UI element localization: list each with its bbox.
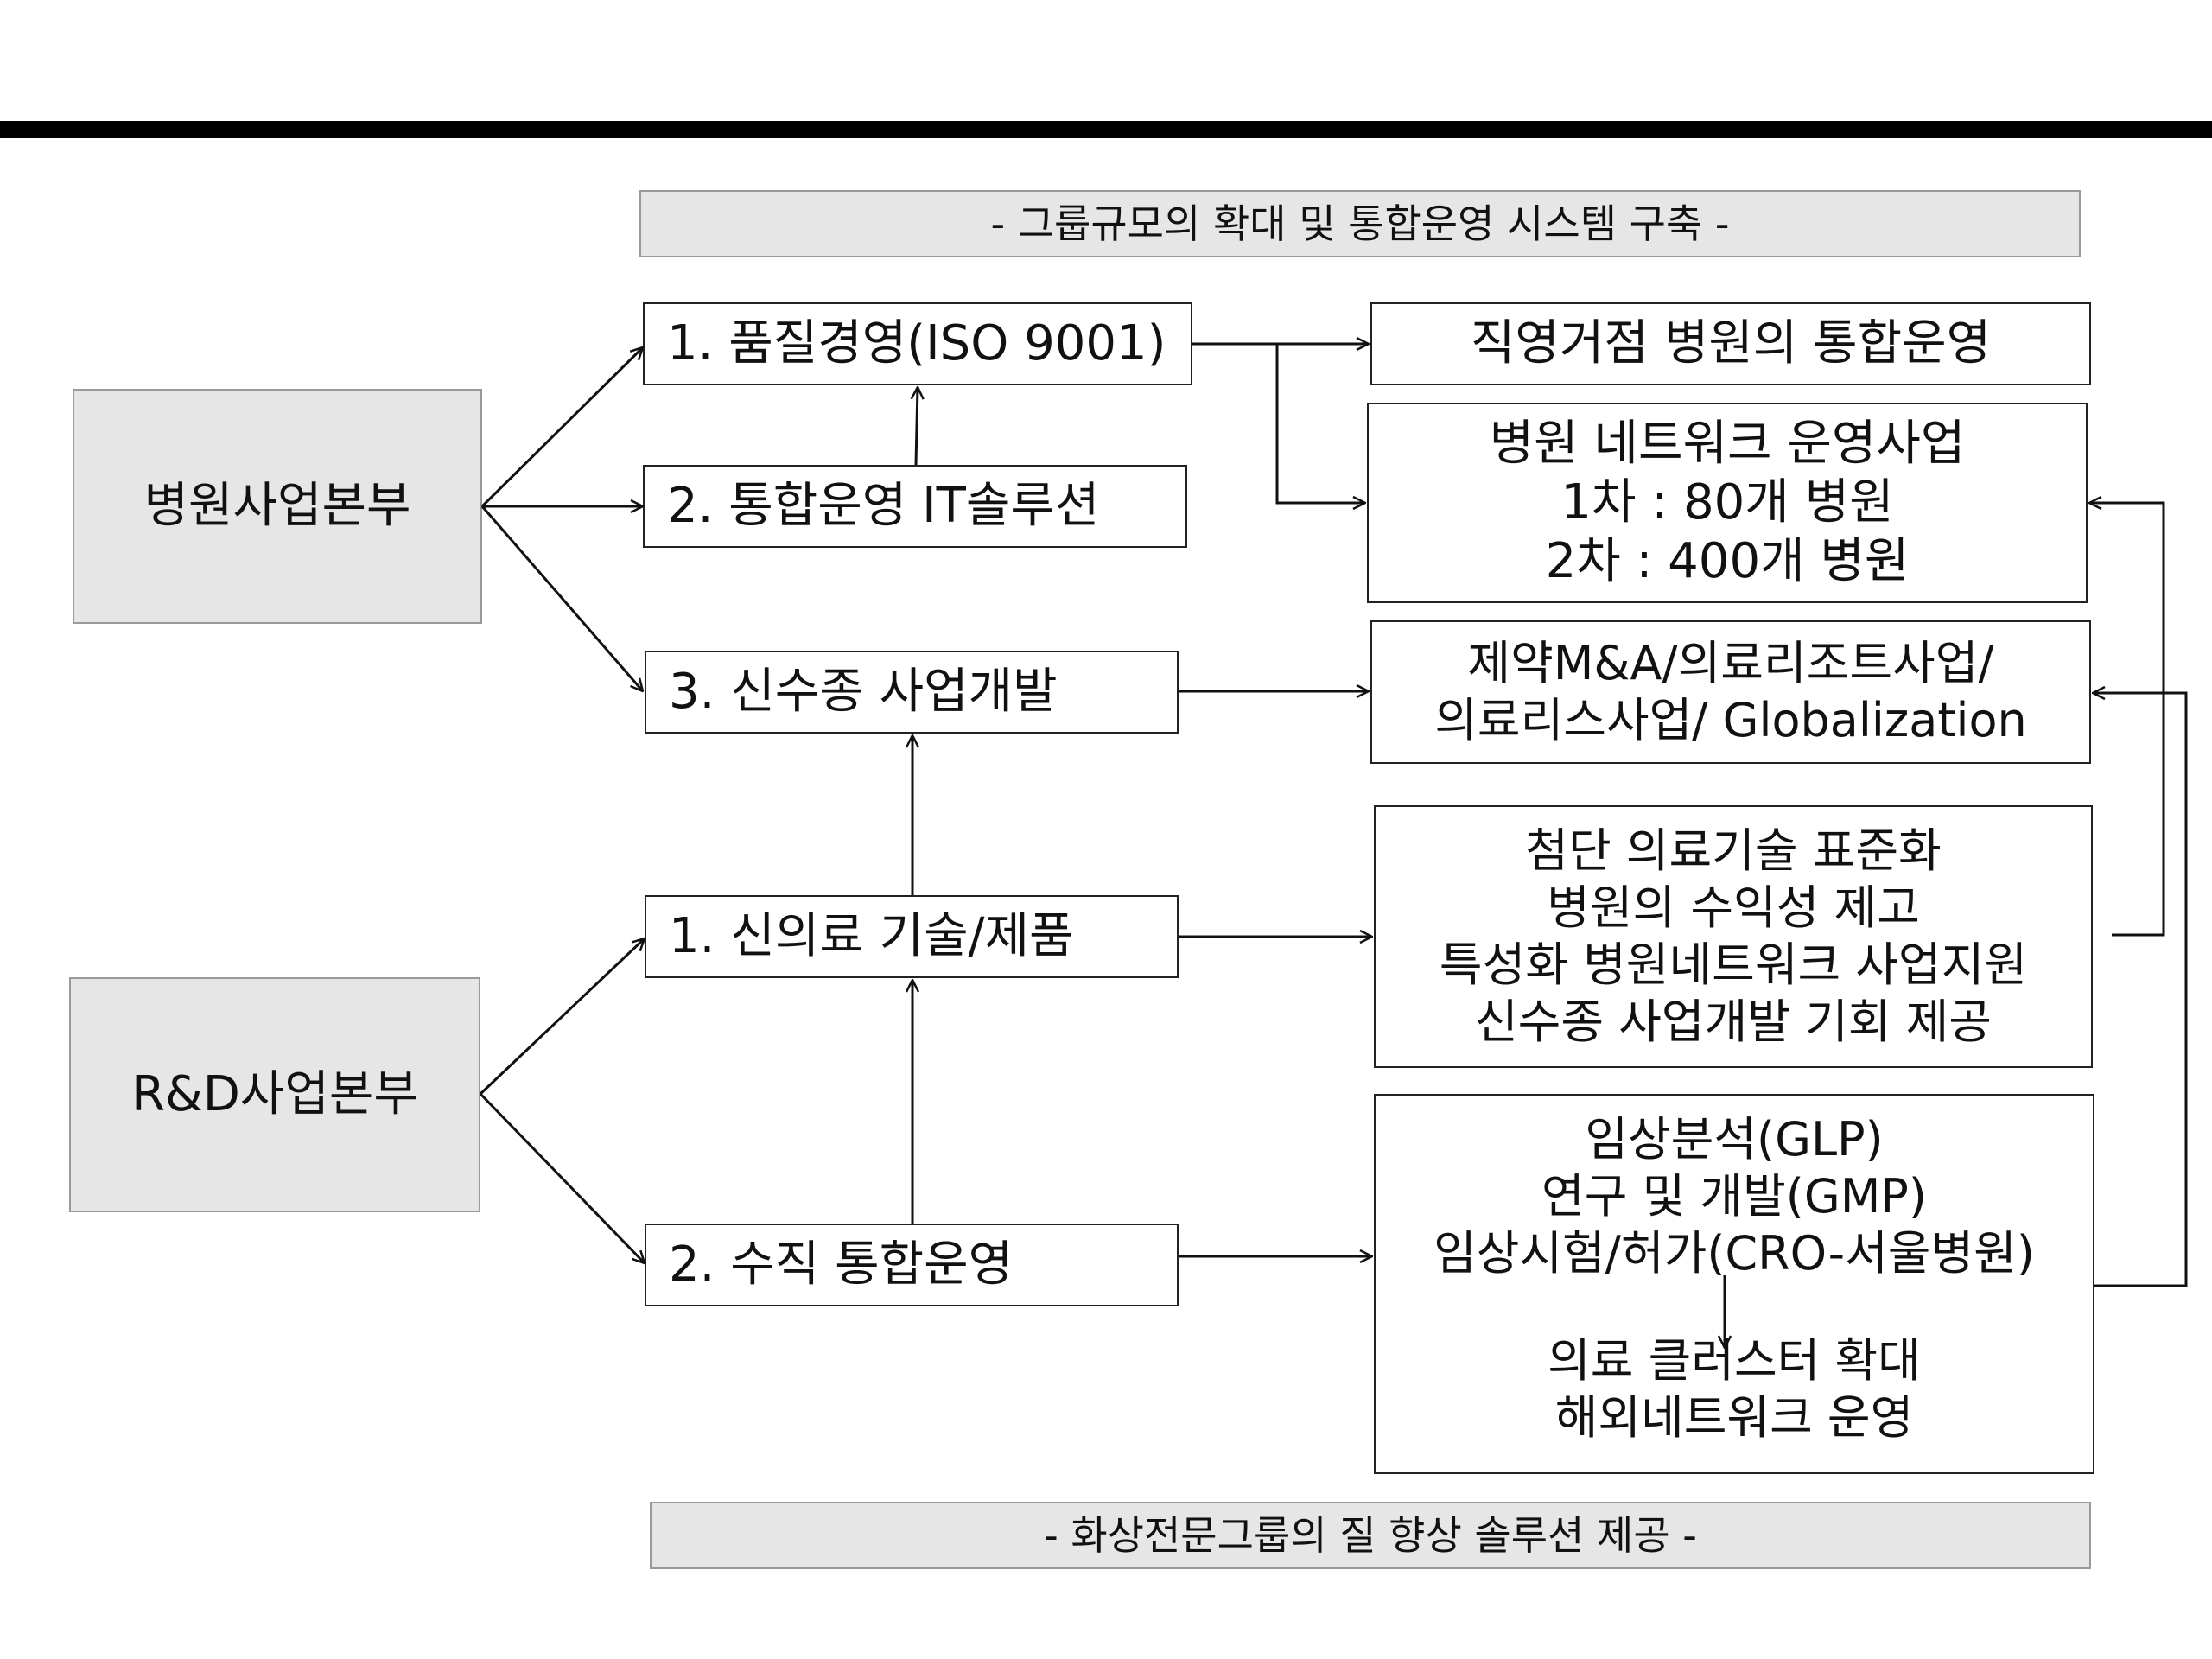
advanced-tech-box: 첨단 의료기술 표준화 병원의 수익성 제고 특성화 병원네트워크 사업지원 신… <box>1374 805 2093 1068</box>
pharma-business-box: 제약M&A/의료리조트사업/ 의료리스사업/ Globalization <box>1370 620 2091 764</box>
new-business-box: 3. 신수종 사업개발 <box>645 651 1179 734</box>
vertical-integration-box: 2. 수직 통합운영 <box>645 1224 1179 1306</box>
direct-hospital-box: 직영거점 병원의 통합운영 <box>1370 302 2091 385</box>
network-line-2: 1차 : 80개 병원 <box>1560 474 1894 531</box>
arrow-quality-to-network <box>1275 344 1365 503</box>
quality-management-box: 1. 품질경영(ISO 9001) <box>643 302 1192 385</box>
arrow-rnd-to-vertical <box>479 1092 645 1263</box>
it-solution-box: 2. 통합운영 IT솔루션 <box>643 465 1187 548</box>
clinical-box: 임상분석(GLP) 연구 및 개발(GMP) 임상시험/허가(CRO-서울병원)… <box>1374 1094 2094 1474</box>
vertical-integration-label: 2. 수직 통합운영 <box>669 1236 1014 1293</box>
it-solution-label: 2. 통합운영 IT솔루션 <box>667 477 1100 534</box>
top-rule <box>0 121 2212 138</box>
arrow-hospital-to-newbiz <box>480 505 643 691</box>
hospital-division-box: 병원사업본부 <box>73 389 482 624</box>
arrow-it-to-quality <box>916 387 918 466</box>
arrow-rnd-to-newtech <box>479 938 645 1096</box>
new-business-label: 3. 신수종 사업개발 <box>669 663 1058 720</box>
pharma-line-2: 의료리스사업/ Globalization <box>1434 693 2027 747</box>
hospital-division-label: 병원사업본부 <box>143 477 411 534</box>
quality-management-label: 1. 품질경영(ISO 9001) <box>667 315 1166 372</box>
bottom-banner: - 화상전문그룹의 질 향상 솔루션 제공 - <box>650 1502 2091 1569</box>
clinical-line-3: 임상시험/허가(CRO-서울병원) <box>1433 1225 2035 1281</box>
advanced-line-2: 병원의 수익성 제고 <box>1547 880 1920 936</box>
network-line-3: 2차 : 400개 병원 <box>1545 533 1910 590</box>
bottom-banner-text: - 화상전문그룹의 질 향상 솔루션 제공 - <box>1044 1511 1697 1559</box>
advanced-line-4: 신수종 사업개발 기회 제공 <box>1475 994 1992 1049</box>
top-banner-text: - 그룹규모의 확대 및 통합운영 시스템 구축 - <box>990 200 1730 247</box>
hospital-network-box: 병원 네트워크 운영사업 1차 : 80개 병원 2차 : 400개 병원 <box>1367 403 2088 603</box>
new-medical-tech-box: 1. 신의료 기술/제품 <box>645 895 1179 978</box>
direct-hospital-label: 직영거점 병원의 통합운영 <box>1470 315 1992 372</box>
rnd-division-label: R&D사업본부 <box>131 1065 418 1122</box>
advanced-line-3: 특성화 병원네트워크 사업지원 <box>1439 938 2028 992</box>
pharma-line-1: 제약M&A/의료리조트사업/ <box>1467 636 1994 691</box>
clinical-line-2: 연구 및 개발(GMP) <box>1541 1168 1927 1224</box>
arrow-clinical-to-pharma <box>2093 693 2188 1287</box>
arrow-hospital-to-quality <box>480 347 643 508</box>
arrow-advanced-to-network <box>2089 503 2165 937</box>
top-banner: - 그룹규모의 확대 및 통합운영 시스템 구축 - <box>639 190 2081 257</box>
advanced-line-1: 첨단 의료기술 표준화 <box>1525 823 1942 879</box>
new-medical-tech-label: 1. 신의료 기술/제품 <box>669 907 1074 964</box>
clinical-line-1: 임상분석(GLP) <box>1585 1112 1884 1166</box>
cluster-line-2: 해외네트워크 운영 <box>1554 1389 1914 1445</box>
rnd-division-box: R&D사업본부 <box>69 977 480 1212</box>
network-line-1: 병원 네트워크 운영사업 <box>1489 415 1966 472</box>
cluster-line-1: 의료 클러스터 확대 <box>1548 1332 1921 1388</box>
